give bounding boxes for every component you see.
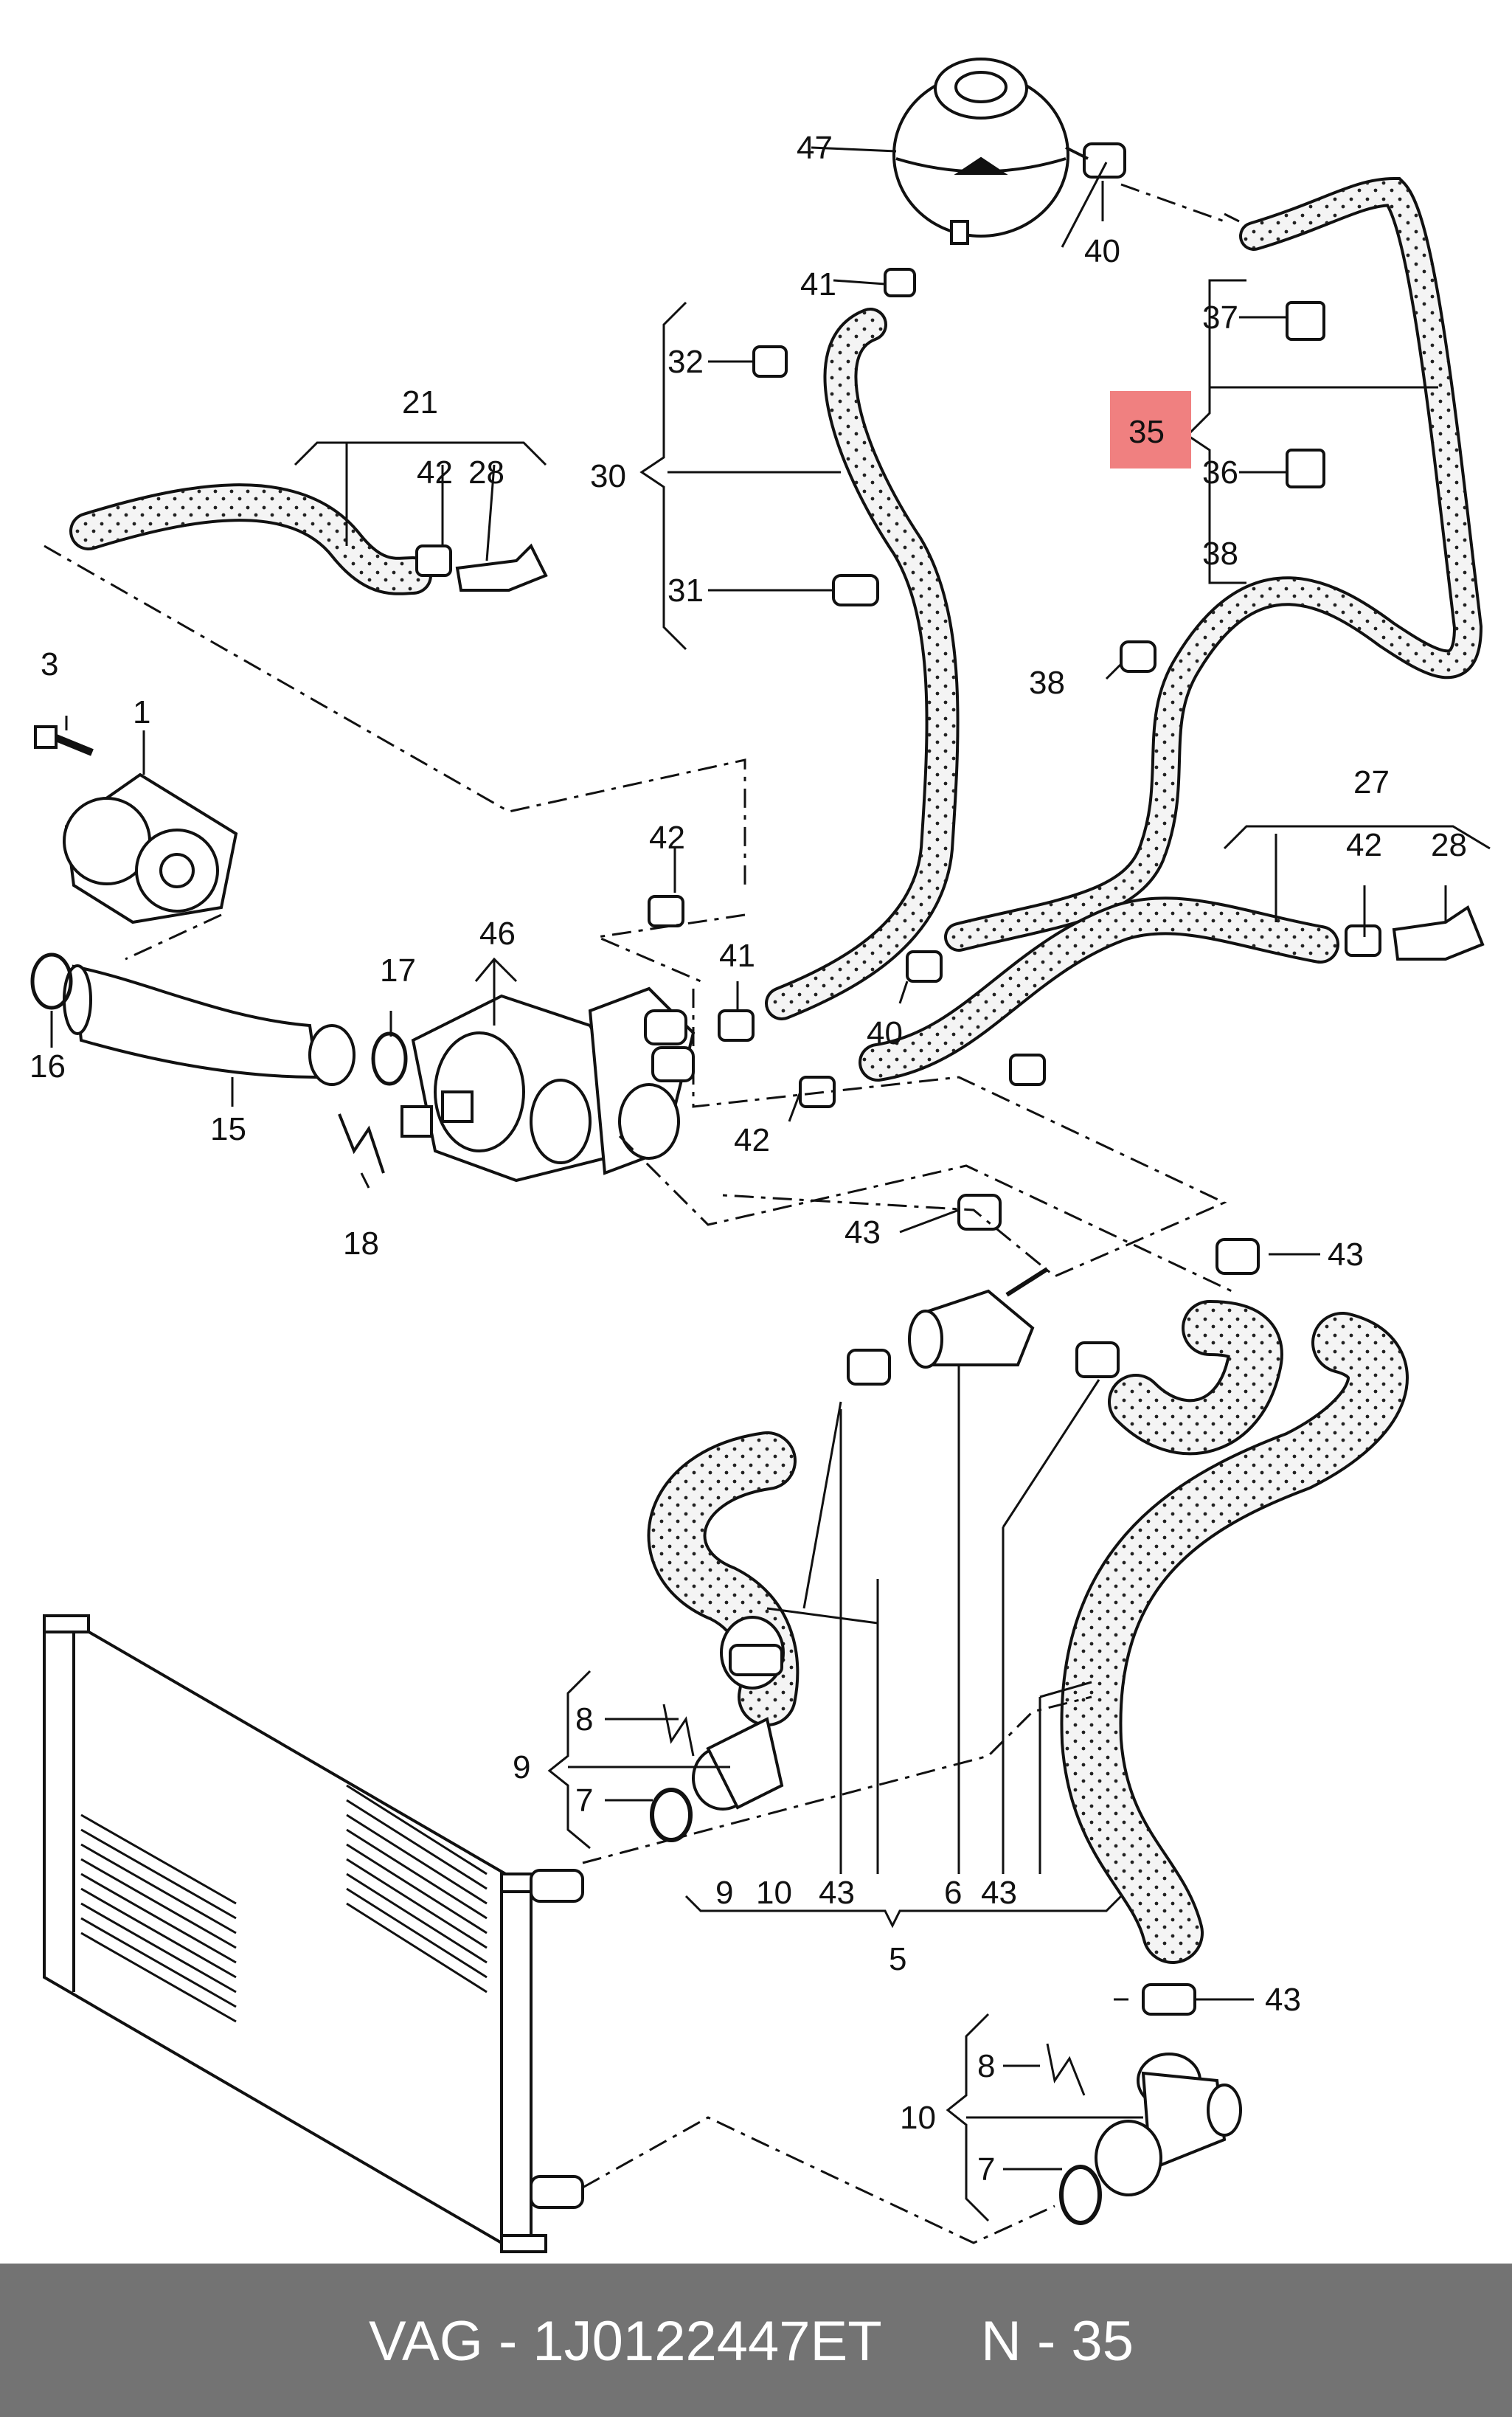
highlight-box — [1110, 391, 1191, 468]
callout-3: 3 — [41, 646, 58, 682]
callout-1: 1 — [133, 694, 150, 730]
callout-28-right: 28 — [1431, 827, 1467, 863]
callout-10: 10 — [900, 2100, 936, 2136]
footer-bar: VAG - 1J0122447ET N - 35 — [0, 2264, 1512, 2417]
seal-16 — [30, 952, 73, 1010]
callout-43-b: 43 — [1328, 1237, 1364, 1273]
hose-27 — [859, 896, 1339, 1082]
part-number: VAG - 1J0122447ET — [369, 2310, 882, 2373]
clip-18 — [338, 1113, 385, 1174]
callout-43-row2: 43 — [981, 1875, 1017, 1911]
callout-9: 9 — [513, 1749, 530, 1785]
callout-16: 16 — [30, 1048, 66, 1085]
connector-10 — [1095, 2053, 1242, 2196]
dash-lines — [44, 183, 1240, 2244]
callout-41-top: 41 — [800, 266, 836, 302]
hose-35-vent — [944, 176, 1483, 952]
callout-17: 17 — [380, 952, 416, 989]
callout-32: 32 — [667, 344, 704, 380]
callout-38-bracket: 38 — [1202, 536, 1238, 572]
seal-17 — [371, 1031, 408, 1086]
callout-47: 47 — [797, 130, 833, 166]
callout-38: 38 — [1029, 665, 1065, 701]
connectors-28 — [455, 543, 1485, 961]
callout-15: 15 — [210, 1111, 246, 1147]
callout-43-a: 43 — [845, 1214, 881, 1251]
hose-30 — [765, 308, 960, 1020]
callout-8-upper: 8 — [575, 1701, 593, 1737]
water-pump — [63, 772, 238, 924]
callout-43-c: 43 — [1265, 1982, 1301, 2018]
coolant-pipe-6 — [908, 1267, 1049, 1369]
callout-5: 5 — [889, 1941, 906, 1977]
thermostat-housing-46 — [400, 986, 696, 1183]
o-ring-7-upper — [650, 1788, 693, 1842]
radiator-fins — [80, 1784, 488, 2023]
hose-21 — [69, 483, 432, 595]
callout-10-row: 10 — [756, 1875, 792, 1911]
callout-27: 27 — [1353, 764, 1390, 801]
callout-41-mid: 41 — [719, 938, 755, 974]
clamps — [415, 268, 1381, 2016]
callout-42-left: 42 — [417, 454, 453, 491]
hose-lower-right — [1060, 1312, 1409, 1964]
callout-30: 30 — [590, 458, 626, 494]
callout-42-mid: 42 — [649, 820, 685, 856]
leader-lines — [50, 146, 1491, 2222]
radiator-ports — [530, 1869, 584, 2209]
callout-7-lower: 7 — [977, 2151, 995, 2188]
callout-43-row1: 43 — [819, 1875, 855, 1911]
o-ring-7-lower — [1059, 2165, 1102, 2225]
callout-31: 31 — [667, 573, 704, 609]
callout-9-row: 9 — [715, 1875, 733, 1911]
callout-7-upper: 7 — [575, 1783, 593, 1819]
pipe-15 — [63, 964, 356, 1086]
callout-36: 36 — [1202, 454, 1238, 491]
connector-9 — [692, 1616, 785, 1811]
callout-35: 35 — [1128, 414, 1165, 450]
hose-upper-right-bend — [1108, 1300, 1283, 1456]
callout-labels: 47 40 41 32 37 35 36 38 30 31 21 42 28 3… — [30, 130, 1467, 2188]
bolt-3 — [34, 725, 94, 756]
callout-28-left: 28 — [468, 454, 504, 491]
callout-40-top: 40 — [1084, 233, 1120, 269]
tank-cap-connector — [1065, 142, 1126, 179]
callout-42-right: 42 — [1346, 827, 1382, 863]
callout-40-mid: 40 — [867, 1015, 903, 1051]
parts-diagram: 47 40 41 32 37 35 36 38 30 31 21 42 28 3… — [30, 58, 1491, 2253]
callout-42-lower: 42 — [734, 1122, 770, 1158]
reference-number: N - 35 — [981, 2310, 1134, 2373]
expansion-tank — [892, 58, 1069, 245]
callout-8-lower: 8 — [977, 2048, 995, 2084]
callout-6-row: 6 — [944, 1875, 962, 1911]
callout-37: 37 — [1202, 300, 1238, 336]
callout-18: 18 — [343, 1225, 379, 1262]
callout-21: 21 — [402, 384, 438, 421]
radiator — [43, 1614, 547, 2253]
callout-46: 46 — [479, 916, 516, 952]
